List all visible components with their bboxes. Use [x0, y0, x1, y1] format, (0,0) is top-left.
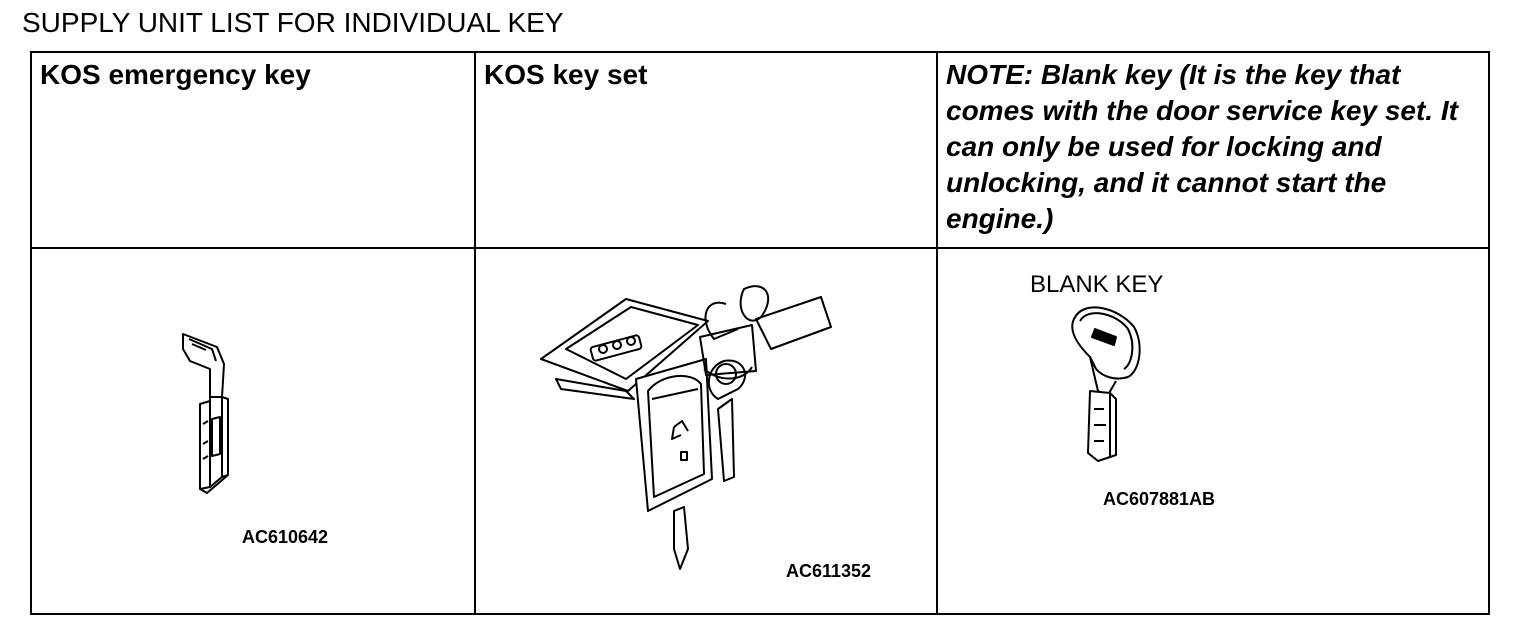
page-title: SUPPLY UNIT LIST FOR INDIVIDUAL KEY: [22, 7, 564, 38]
note-text: NOTE: Blank key (It is the key that come…: [946, 59, 1458, 234]
emergency-key-illustration: [182, 333, 229, 494]
header-row: KOS emergency key KOS key set NOTE: Blan…: [30, 51, 1490, 249]
key-set-illustration: [540, 285, 832, 570]
figure-row: AC610642: [30, 247, 1490, 615]
header-cell-blank-key-note: NOTE: Blank key (It is the key that come…: [936, 51, 1490, 249]
supply-unit-table: KOS emergency key KOS key set NOTE: Blan…: [30, 51, 1490, 615]
column-header: KOS emergency key: [40, 59, 311, 90]
figure-cell-key-set: AC611352: [474, 247, 938, 615]
part-code: AC611352: [786, 561, 872, 581]
header-cell-emergency-key: KOS emergency key: [30, 51, 476, 249]
blank-key-label: BLANK KEY: [1030, 271, 1164, 298]
part-code: AC607881AB: [1103, 489, 1216, 509]
column-header: KOS key set: [484, 59, 648, 90]
header-cell-key-set: KOS key set: [474, 51, 938, 249]
figure-cell-emergency-key: AC610642: [30, 247, 476, 615]
part-code: AC610642: [242, 527, 329, 547]
blank-key-illustration: [1071, 306, 1141, 462]
figure-cell-blank-key: BLANK KEY AC607881AB: [936, 247, 1490, 615]
